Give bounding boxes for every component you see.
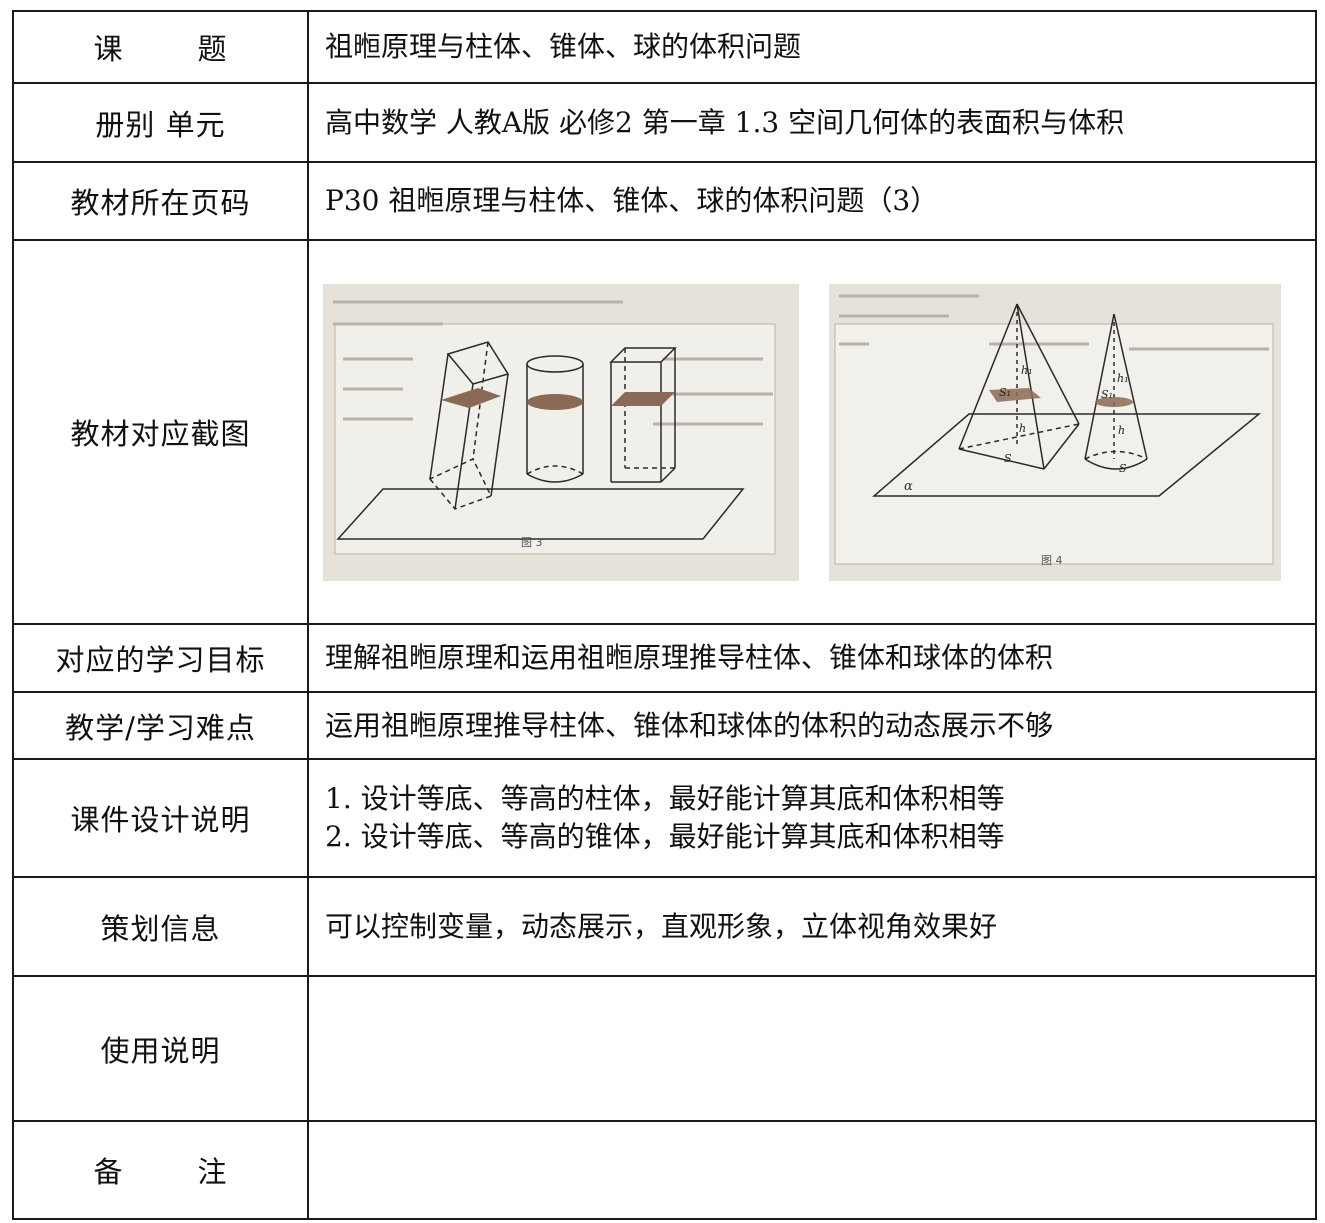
design-item-1: 1. 设计等底、等高的柱体，最好能计算其底和体积相等 [325,782,1005,815]
label-remark-char-1: 备 [93,1155,124,1189]
textbook-figure-4: α [829,283,1305,581]
course-info-table: 课题 祖暅原理与柱体、锥体、球的体积问题 册别 单元 高中数学 人教A版 必修2… [12,10,1317,1220]
figure-4-s-right: S [1119,462,1127,475]
label-planning: 策划信息 [12,876,309,977]
figure-4-caption: 图 4 [1041,554,1063,567]
value-topic: 祖暅原理与柱体、锥体、球的体积问题 [307,10,1317,84]
figure-3-caption: 图 3 [521,536,543,549]
row-remark: 备注 [12,1120,1317,1220]
figure-4-h1-left: h₁ [1021,364,1033,377]
row-planning: 策划信息 可以控制变量，动态展示，直观形象，立体视角效果好 [12,876,1317,977]
figure-4-alpha: α [904,479,913,494]
value-screenshot: 图 3 α [307,239,1317,625]
textbook-figure-3: 图 3 [323,283,799,581]
value-design: 1. 设计等底、等高的柱体，最好能计算其底和体积相等 2. 设计等底、等高的锥体… [307,758,1317,878]
row-design: 课件设计说明 1. 设计等底、等高的柱体，最好能计算其底和体积相等 2. 设计等… [12,758,1317,878]
design-item-2: 2. 设计等底、等高的锥体，最好能计算其底和体积相等 [325,820,1005,853]
value-planning: 可以控制变量，动态展示，直观形象，立体视角效果好 [307,876,1317,977]
row-topic: 课题 祖暅原理与柱体、锥体、球的体积问题 [12,10,1317,84]
value-page: P30 祖暅原理与柱体、锥体、球的体积问题（3） [307,161,1317,241]
label-goal: 对应的学习目标 [12,623,309,693]
row-difficulty: 教学/学习难点 运用祖暅原理推导柱体、锥体和球体的体积的动态展示不够 [12,691,1317,760]
figure-4-s1-right: S₁ [1101,388,1113,401]
label-design: 课件设计说明 [12,758,309,878]
label-topic: 课题 [12,10,309,84]
value-difficulty: 运用祖暅原理推导柱体、锥体和球体的体积的动态展示不够 [307,691,1317,760]
value-goal: 理解祖暅原理和运用祖暅原理推导柱体、锥体和球体的体积 [307,623,1317,693]
figure-4-s1-left: S₁ [999,386,1011,399]
label-page: 教材所在页码 [12,161,309,241]
row-goal: 对应的学习目标 理解祖暅原理和运用祖暅原理推导柱体、锥体和球体的体积 [12,623,1317,693]
figure-4-h-left: h [1019,422,1026,435]
figure-4-h1-right: h₁ [1117,372,1129,385]
value-remark [307,1120,1317,1220]
row-usage: 使用说明 [12,975,1317,1122]
value-volume: 高中数学 人教A版 必修2 第一章 1.3 空间几何体的表面积与体积 [307,82,1317,163]
value-usage [307,975,1317,1122]
label-topic-char-1: 课 [93,32,124,66]
figure-4-h-right: h [1118,424,1125,437]
label-volume: 册别 单元 [12,82,309,163]
label-screenshot: 教材对应截图 [12,239,309,625]
label-remark-char-2: 注 [197,1155,228,1189]
label-difficulty: 教学/学习难点 [12,691,309,760]
figure-4-s-left: S [1004,452,1012,465]
row-page: 教材所在页码 P30 祖暅原理与柱体、锥体、球的体积问题（3） [12,161,1317,241]
label-topic-char-2: 题 [197,32,228,66]
row-volume: 册别 单元 高中数学 人教A版 必修2 第一章 1.3 空间几何体的表面积与体积 [12,82,1317,163]
label-usage: 使用说明 [12,975,309,1122]
row-screenshot: 教材对应截图 [12,239,1317,625]
label-remark: 备注 [12,1120,309,1220]
